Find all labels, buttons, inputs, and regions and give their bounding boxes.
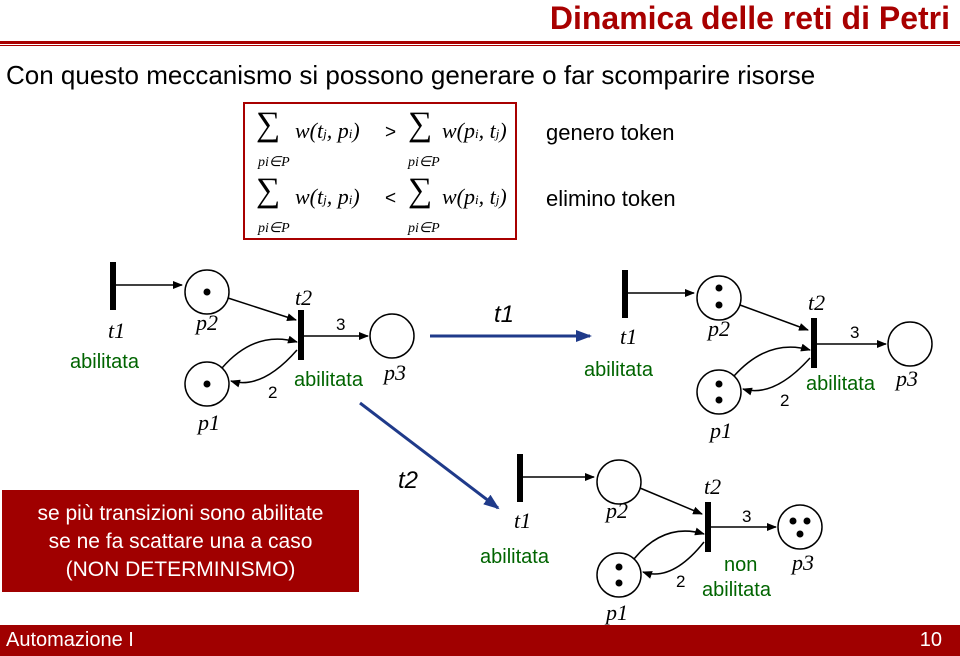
net-1-arc-p1-t2 xyxy=(221,335,298,369)
net-1-t2-status: abilitata xyxy=(294,369,364,391)
net-2-weight-out: 3 xyxy=(850,323,859,342)
net-2-place-p3 xyxy=(887,321,933,367)
net-2-p1-label: p1 xyxy=(708,418,732,443)
net-1-p1-label: p1 xyxy=(196,410,220,435)
net-2-p3-label: p3 xyxy=(894,366,918,391)
net-1-t1-status: abilitata xyxy=(70,351,140,373)
fire-t2-label: t2 xyxy=(398,467,418,494)
net-3-token xyxy=(796,530,804,538)
net-2-arc-p1-t2 xyxy=(733,343,811,377)
net-2-token xyxy=(715,284,723,292)
sum-index: pi∈P xyxy=(258,155,290,170)
formula-1-rhs: w(pi, tj) xyxy=(442,118,507,143)
net-1-p2-label: p2 xyxy=(194,310,218,335)
net-3: t1 abilitata p2 t2 3 2 non abilitata p3 … xyxy=(480,454,823,625)
net-3-place-p3 xyxy=(777,504,823,550)
net-3-token xyxy=(615,563,623,571)
net-1-arc-t2-p1 xyxy=(230,349,298,388)
net-3-p3-label: p3 xyxy=(790,550,814,575)
net-1-p3-label: p3 xyxy=(382,360,406,385)
net-1: t1 abilitata p2 t2 3 2 abilitata p3 p1 xyxy=(70,262,415,435)
net-2-arc-p2-t2 xyxy=(739,304,809,331)
net-2-t1-label: t1 xyxy=(620,324,637,349)
net-2-t2-label: t2 xyxy=(808,290,825,315)
formula-1-comparator: > xyxy=(385,122,397,143)
net-1-t1-label: t1 xyxy=(108,318,125,343)
net-1-t2-label: t2 xyxy=(295,285,312,310)
net-3-arc-p1-t2 xyxy=(633,527,705,560)
net-3-t2-label: t2 xyxy=(704,474,721,499)
net-3-token xyxy=(615,579,623,587)
net-1-token xyxy=(203,288,211,296)
formula-box xyxy=(243,102,517,240)
sum-index: pi∈P xyxy=(408,221,440,236)
title-rule-bottom xyxy=(0,45,960,46)
formula-1-lhs: w(tj, pi) xyxy=(295,118,360,143)
note-line-2: se ne fa scattare una a caso xyxy=(48,530,313,553)
formula-2-lhs: w(tj, pi) xyxy=(295,184,360,209)
sum-symbol: ∑ xyxy=(408,106,433,143)
formula-2-rhs: w(pi, tj) xyxy=(442,184,507,209)
net-3-weight-out: 3 xyxy=(742,507,751,526)
fire-t2-arrow xyxy=(359,401,500,510)
formula-2-label: elimino token xyxy=(546,186,676,211)
net-2-arc-t2-p1 xyxy=(742,357,811,396)
sum-symbol: ∑ xyxy=(408,172,433,209)
net-1-arc-p2-t2 xyxy=(227,297,297,322)
note-line-3: (NON DETERMINISMO) xyxy=(65,558,296,581)
net-3-t2-status-line2: abilitata xyxy=(702,579,772,601)
net-2-p2-label: p2 xyxy=(706,316,730,341)
net-3-t1-label: t1 xyxy=(514,508,531,533)
formula-2-comparator: < xyxy=(385,188,397,209)
sum-symbol: ∑ xyxy=(256,172,281,209)
note-line-1: se più transizioni sono abilitate xyxy=(37,502,324,525)
net-3-arc-t2-p1 xyxy=(642,541,705,579)
sum-symbol: ∑ xyxy=(256,106,281,143)
net-3-place-p1 xyxy=(596,552,642,598)
net-2-token xyxy=(715,396,723,404)
formula-1-label: genero token xyxy=(546,120,675,145)
net-3-place-p2 xyxy=(596,459,642,505)
net-1-token xyxy=(203,380,211,388)
net-2-place-p1 xyxy=(696,369,742,415)
page-title: Dinamica delle reti di Petri xyxy=(549,0,950,36)
net-3-t1-status: abilitata xyxy=(480,546,550,568)
title-rule-top xyxy=(0,41,960,44)
net-3-arc-p2-t2 xyxy=(639,487,703,515)
net-3-t2-status-line1: non xyxy=(724,554,757,576)
net-2-token xyxy=(715,380,723,388)
nondeterminism-note: se più transizioni sono abilitate se ne … xyxy=(2,490,359,592)
sum-index: pi∈P xyxy=(258,221,290,236)
net-1-place-p3 xyxy=(369,313,415,359)
net-2-place-p2 xyxy=(696,275,742,321)
net-3-p1-label: p1 xyxy=(604,600,628,625)
net-2-t2-status: abilitata xyxy=(806,373,876,395)
subtitle: Con questo meccanismo si possono generar… xyxy=(6,60,816,90)
footer-course: Automazione I xyxy=(6,629,134,651)
net-1-weight-in: 2 xyxy=(268,383,277,402)
net-3-p2-label: p2 xyxy=(604,498,628,523)
fire-t1-label: t1 xyxy=(494,301,514,328)
net-3-token xyxy=(803,517,811,525)
net-3-weight-in: 2 xyxy=(676,572,685,591)
net-2-weight-in: 2 xyxy=(780,391,789,410)
net-2-t1-status: abilitata xyxy=(584,359,654,381)
net-2: t1 abilitata p2 t2 3 2 abilitata p3 p1 xyxy=(584,270,933,443)
net-2-token xyxy=(715,301,723,309)
footer-bar: Automazione I 10 xyxy=(0,625,960,656)
sum-index: pi∈P xyxy=(408,155,440,170)
net-1-weight-out: 3 xyxy=(336,315,345,334)
net-3-token xyxy=(789,517,797,525)
footer-page-number: 10 xyxy=(919,629,942,651)
